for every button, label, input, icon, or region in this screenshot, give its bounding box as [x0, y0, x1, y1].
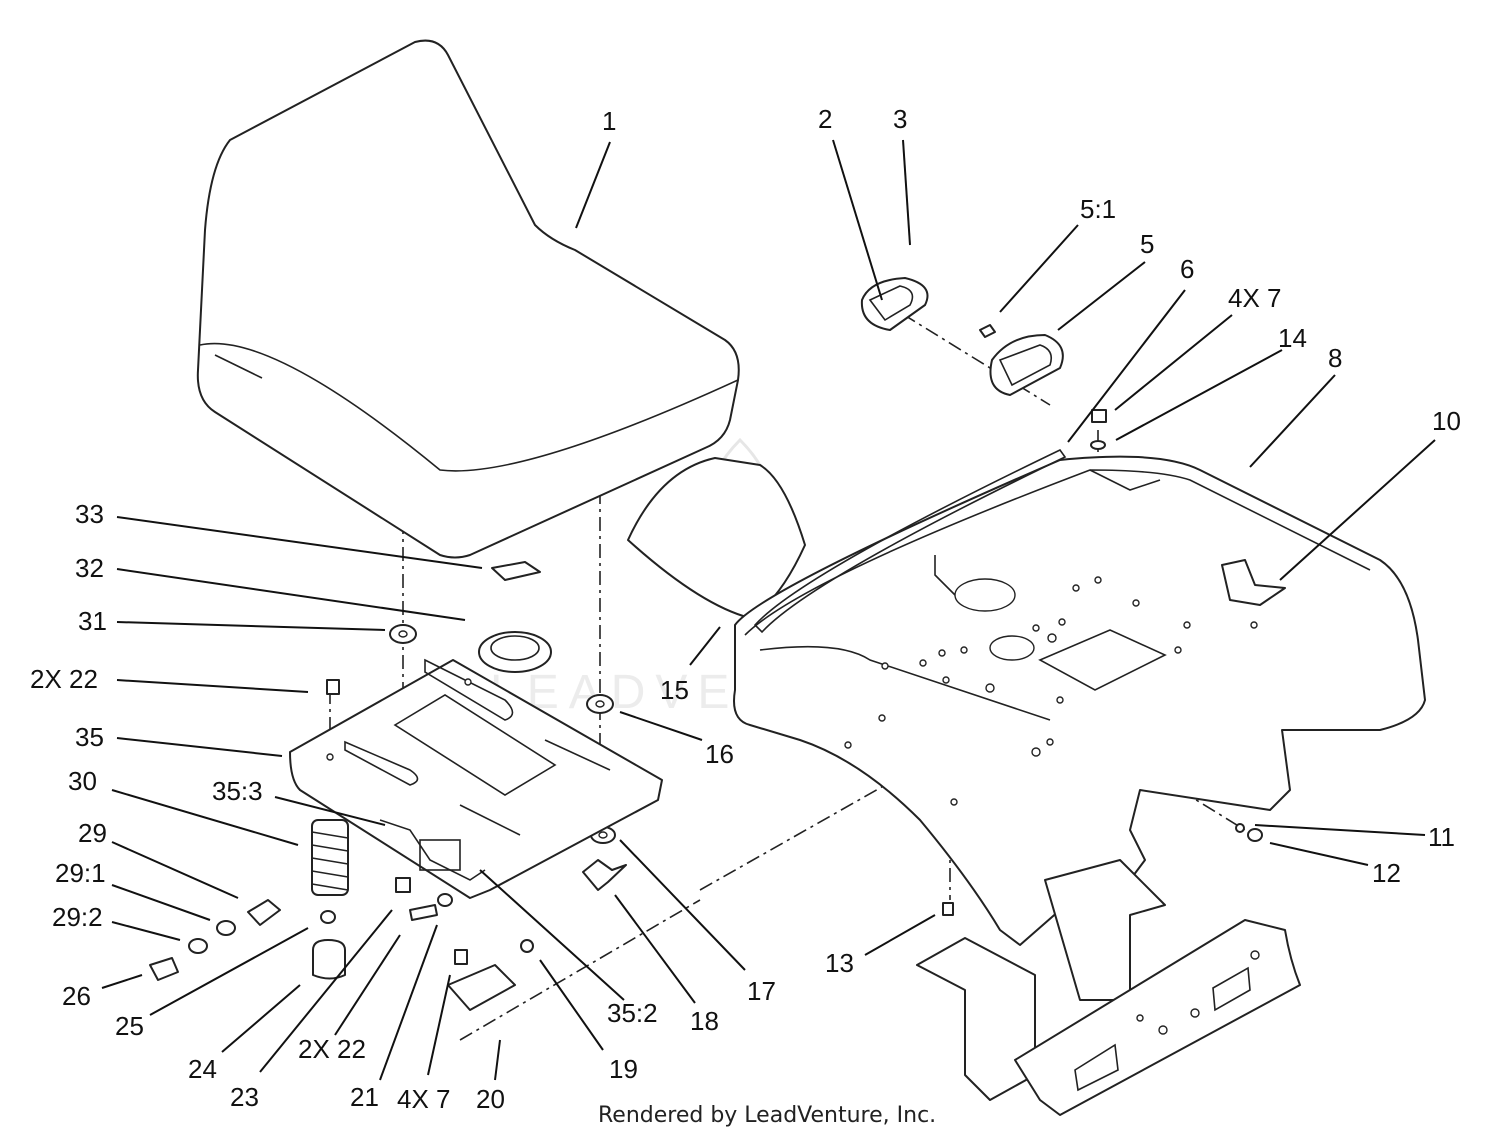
fender-trim — [753, 448, 1067, 634]
label-5: 5 — [1140, 229, 1154, 259]
label-32: 32 — [75, 553, 104, 583]
knob-18 — [582, 859, 627, 891]
reflector-bracket — [860, 277, 929, 331]
label-15: 15 — [660, 675, 689, 705]
label-10: 10 — [1432, 406, 1461, 436]
washer-31 — [389, 624, 417, 644]
washer-29-2 — [188, 938, 208, 954]
credit-text: Rendered by LeadVenture, Inc. — [598, 1103, 936, 1128]
label-19: 19 — [609, 1054, 638, 1084]
label-29: 29 — [78, 818, 107, 848]
fender-bracket — [1221, 559, 1286, 606]
label-25: 25 — [115, 1011, 144, 1041]
bolt-23 — [395, 877, 411, 893]
nut-29-1 — [216, 920, 236, 936]
label-4x7-top: 4X 7 — [1228, 283, 1282, 313]
label-24: 24 — [188, 1054, 217, 1084]
label-4x7-bottom: 4X 7 — [397, 1084, 451, 1114]
fender-bolt — [1090, 409, 1107, 450]
switch-29 — [247, 899, 281, 926]
label-2x22-bottom: 2X 22 — [298, 1034, 366, 1064]
label-21: 21 — [350, 1082, 379, 1112]
washer-16 — [586, 694, 614, 714]
label-29-1: 29:1 — [55, 858, 106, 888]
seat-grommet — [478, 631, 552, 673]
frame-bracket — [916, 859, 1301, 1116]
label-31: 31 — [78, 606, 107, 636]
label-13: 13 — [825, 948, 854, 978]
label-26: 26 — [62, 981, 91, 1011]
nut-25 — [320, 910, 336, 924]
label-35: 35 — [75, 722, 104, 752]
label-5-1: 5:1 — [1080, 194, 1116, 224]
callout-labels: 1 2 3 5:1 5 6 4X 7 14 8 10 33 32 31 2X 2… — [30, 104, 1461, 1114]
spring-30 — [311, 819, 349, 896]
screw-13 — [942, 902, 954, 916]
nut-19 — [520, 939, 534, 953]
label-23: 23 — [230, 1082, 259, 1112]
bracket-20 — [447, 949, 516, 1011]
seat-plate — [289, 658, 663, 899]
label-33: 33 — [75, 499, 104, 529]
label-35-3: 35:3 — [212, 776, 263, 806]
label-1: 1 — [602, 106, 616, 136]
label-8: 8 — [1328, 343, 1342, 373]
label-14: 14 — [1278, 323, 1307, 353]
seat-cover — [627, 457, 806, 619]
reflector — [979, 324, 1064, 396]
nut-washer-11-12 — [1235, 823, 1263, 842]
label-17: 17 — [747, 976, 776, 1006]
label-35-2: 35:2 — [607, 998, 658, 1028]
connector-26 — [149, 957, 179, 981]
label-12: 12 — [1372, 858, 1401, 888]
label-2x22-left: 2X 22 — [30, 664, 98, 694]
seat — [196, 39, 740, 559]
label-20: 20 — [476, 1084, 505, 1114]
label-16: 16 — [705, 739, 734, 769]
seat-pad-small — [491, 561, 541, 581]
washer-17 — [590, 826, 616, 844]
label-29-2: 29:2 — [52, 902, 103, 932]
spacer-24 — [312, 939, 346, 980]
label-3: 3 — [893, 104, 907, 134]
label-2: 2 — [818, 104, 832, 134]
label-18: 18 — [690, 1006, 719, 1036]
washer-4x7 — [437, 893, 453, 907]
bolt-2x22 — [326, 679, 340, 695]
label-6: 6 — [1180, 254, 1194, 284]
bolt-21 — [409, 904, 438, 921]
label-11: 11 — [1428, 822, 1455, 852]
label-30: 30 — [68, 766, 97, 796]
leader-lines — [101, 139, 1436, 1081]
